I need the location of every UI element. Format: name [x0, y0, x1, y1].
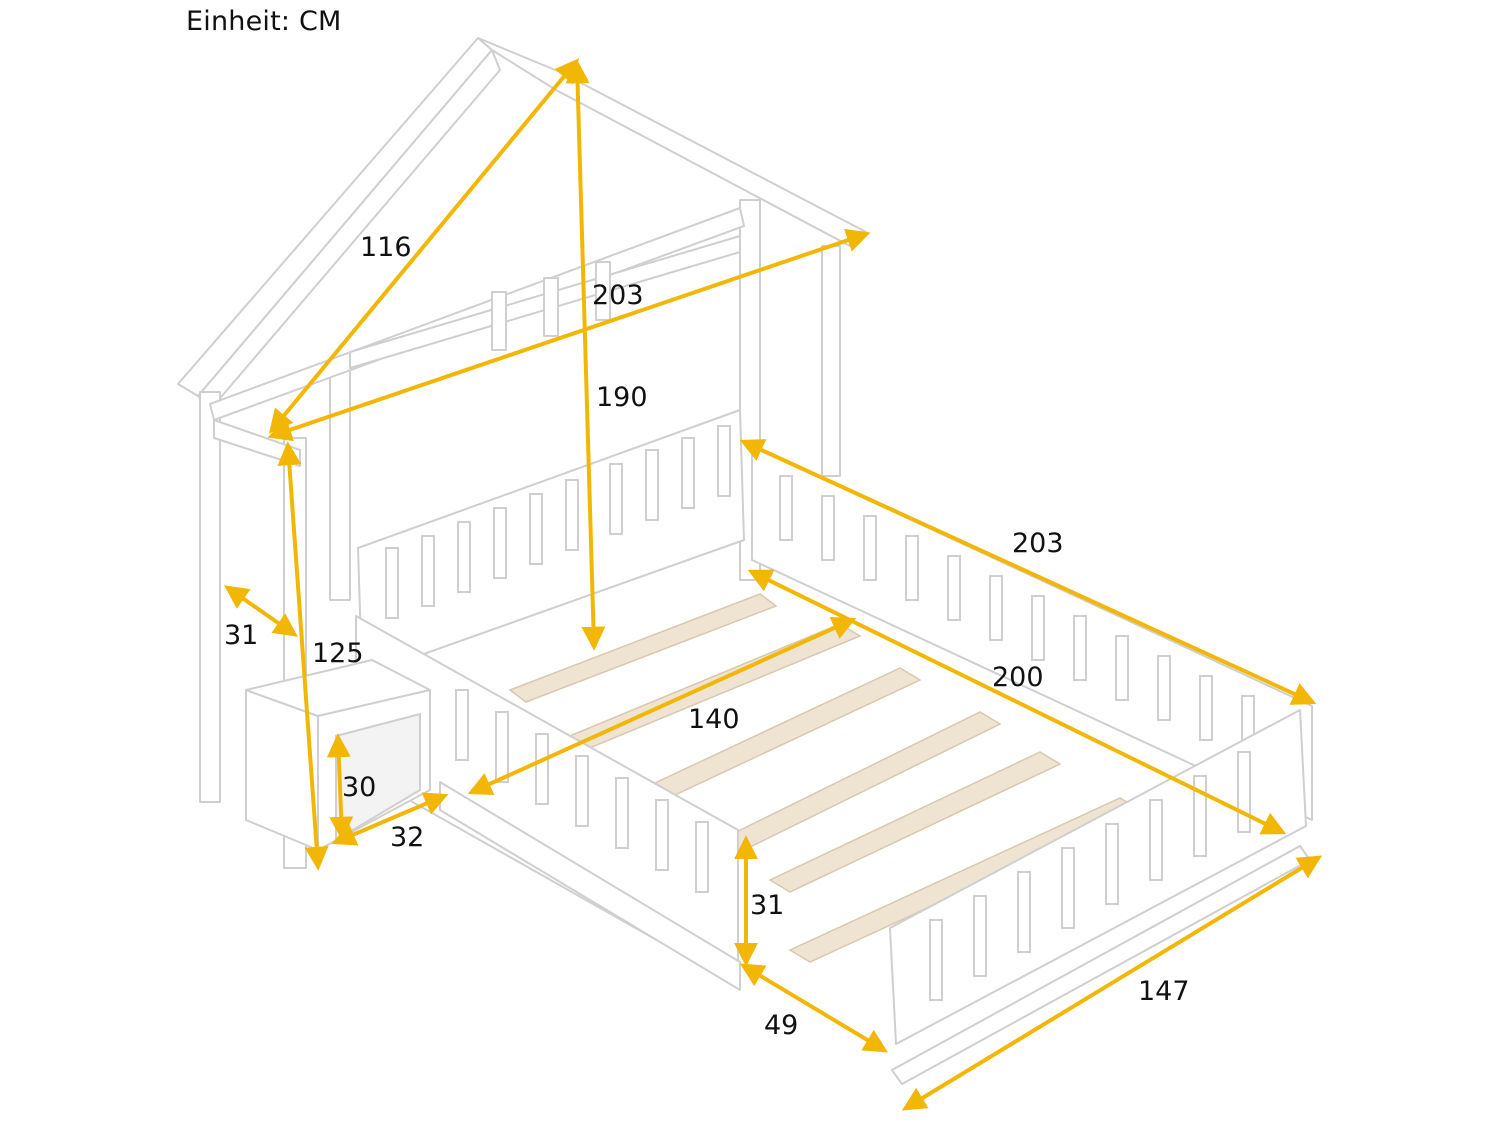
house-post-left	[199, 391, 221, 803]
roof-front	[177, 37, 493, 397]
arrow-mattress-width	[467, 616, 857, 796]
label-overall-width: 147	[1138, 976, 1190, 1007]
label-shelf-width: 32	[390, 822, 424, 853]
dimension-labels: 116 203 190 203 200 140 125 31 30 32 31 …	[224, 232, 1190, 1041]
arrow-opening-width	[739, 963, 889, 1053]
label-post-height: 125	[312, 638, 364, 669]
head-rail-spindles	[385, 425, 731, 619]
label-opening-width: 49	[764, 1010, 798, 1041]
window-bar-1	[491, 291, 507, 351]
label-inner-height: 190	[596, 382, 648, 413]
arrow-shelf-width	[331, 792, 449, 846]
house-post-mid	[329, 359, 351, 601]
roof-ridge	[477, 37, 867, 247]
label-rail-length: 203	[1012, 528, 1064, 559]
label-overall-height: 203	[592, 280, 644, 311]
house-post-far	[821, 245, 841, 477]
label-mattress-width: 140	[688, 704, 740, 735]
arrow-overall-width	[901, 855, 1323, 1111]
label-shelf-height: 30	[342, 772, 376, 803]
label-rail-height: 31	[750, 890, 784, 921]
dimension-arrows	[224, 58, 1323, 1111]
label-roof-slope: 116	[360, 232, 412, 263]
arrow-shelf-depth	[224, 585, 298, 637]
unit-label: Einheit: CM	[186, 6, 342, 37]
window-bar-2	[543, 277, 559, 337]
arrow-mattress-length	[747, 569, 1287, 835]
arrow-post-height	[277, 441, 329, 871]
label-mattress-length: 200	[992, 662, 1044, 693]
label-shelf-depth: 31	[224, 620, 258, 651]
arrow-roof-width	[267, 228, 871, 442]
